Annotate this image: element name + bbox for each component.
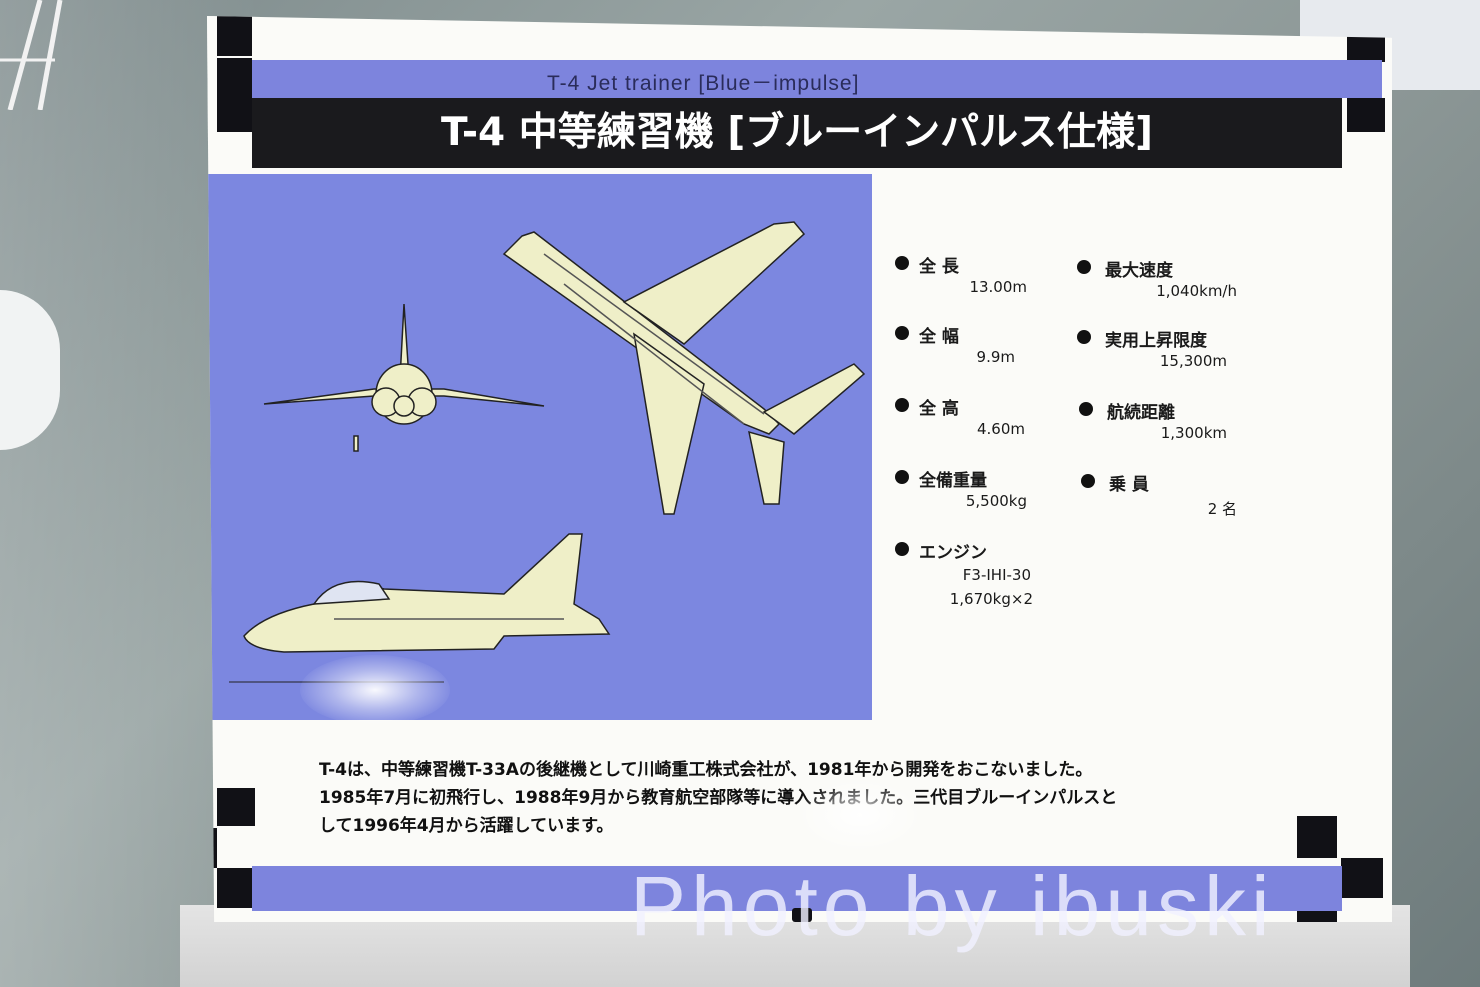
light-glare [800,780,920,850]
checker-square [217,788,255,826]
display-stand-legs [0,0,63,110]
top-blue-band [252,60,1382,98]
checker-square [217,16,252,56]
spec-label-max-speed: 最大速度 [1105,261,1173,281]
spec-value-span: 9.9m [976,348,1015,366]
checker-square [217,58,252,98]
bottom-blue-band [252,866,1342,911]
bullet-icon [895,398,909,412]
bullet-icon [895,326,909,340]
spec-value-gross-weight: 5,500kg [965,492,1027,510]
spec-value-range: 1,300km [1160,424,1227,442]
spec-label-crew: 乗 員 [1109,475,1149,495]
info-panel: T-4 Jet trainer [Blue－impulse] T-4 中等練習機… [207,16,1392,922]
description-line: T-4は、中等練習機T-33Aの後継機として川崎重工株式会社が、1981年から開… [319,760,1093,780]
checker-square [217,868,255,908]
description-line: して1996年4月から活躍しています。 [319,816,614,836]
spec-label-ceiling: 実用上昇限度 [1105,331,1207,351]
spec-label-range: 航続距離 [1107,403,1175,423]
bullet-icon [1077,330,1091,344]
spec-label-engine: エンジン [919,543,987,563]
spec-value-length: 13.00m [969,278,1027,296]
spec-value-crew: 2 名 [1207,500,1237,518]
title-bar: T-4 中等練習機 [ブルーインパルス仕様] [252,98,1342,168]
checker-square [1341,858,1383,898]
checker-square [1347,98,1385,132]
checker-square [1297,816,1337,858]
panel-title: T-4 中等練習機 [ブルーインパルス仕様] [441,110,1153,155]
light-glare [300,655,450,725]
bullet-icon [895,470,909,484]
side-view-aircraft [229,533,611,683]
top-view-aircraft [502,221,866,515]
description-line: 1985年7月に初飛行し、1988年9月から教育航空部隊等に導入されました。三代… [319,788,1118,808]
bullet-icon [1081,474,1095,488]
spec-label-length: 全 長 [919,257,959,277]
panel-subtitle: T-4 Jet trainer [Blue－impulse] [547,72,860,95]
spec-value-ceiling: 15,300m [1159,352,1227,370]
checker-square [217,98,252,132]
description: T-4は、中等練習機T-33Aの後継機として川崎重工株式会社が、1981年から開… [319,756,1239,840]
aircraft-diagram [207,174,872,720]
aircraft-drawings [229,221,866,683]
mounting-hole [792,908,812,922]
spec-value-engine-thrust: 1,670kg×2 [949,590,1033,608]
spec-value-max-speed: 1,040km/h [1156,282,1237,300]
bullet-icon [1077,260,1091,274]
bullet-icon [1079,402,1093,416]
spec-label-height: 全 高 [919,399,959,419]
bullet-icon [895,542,909,556]
spec-value-height: 4.60m [976,420,1025,438]
spec-value-engine: F3-IHI-30 [962,566,1031,584]
front-view-aircraft [263,303,545,452]
bullet-icon [895,256,909,270]
spec-label-gross-weight: 全備重量 [919,471,987,491]
watermark: Photo by ibuski [630,859,1275,953]
spec-label-span: 全 幅 [919,327,959,347]
